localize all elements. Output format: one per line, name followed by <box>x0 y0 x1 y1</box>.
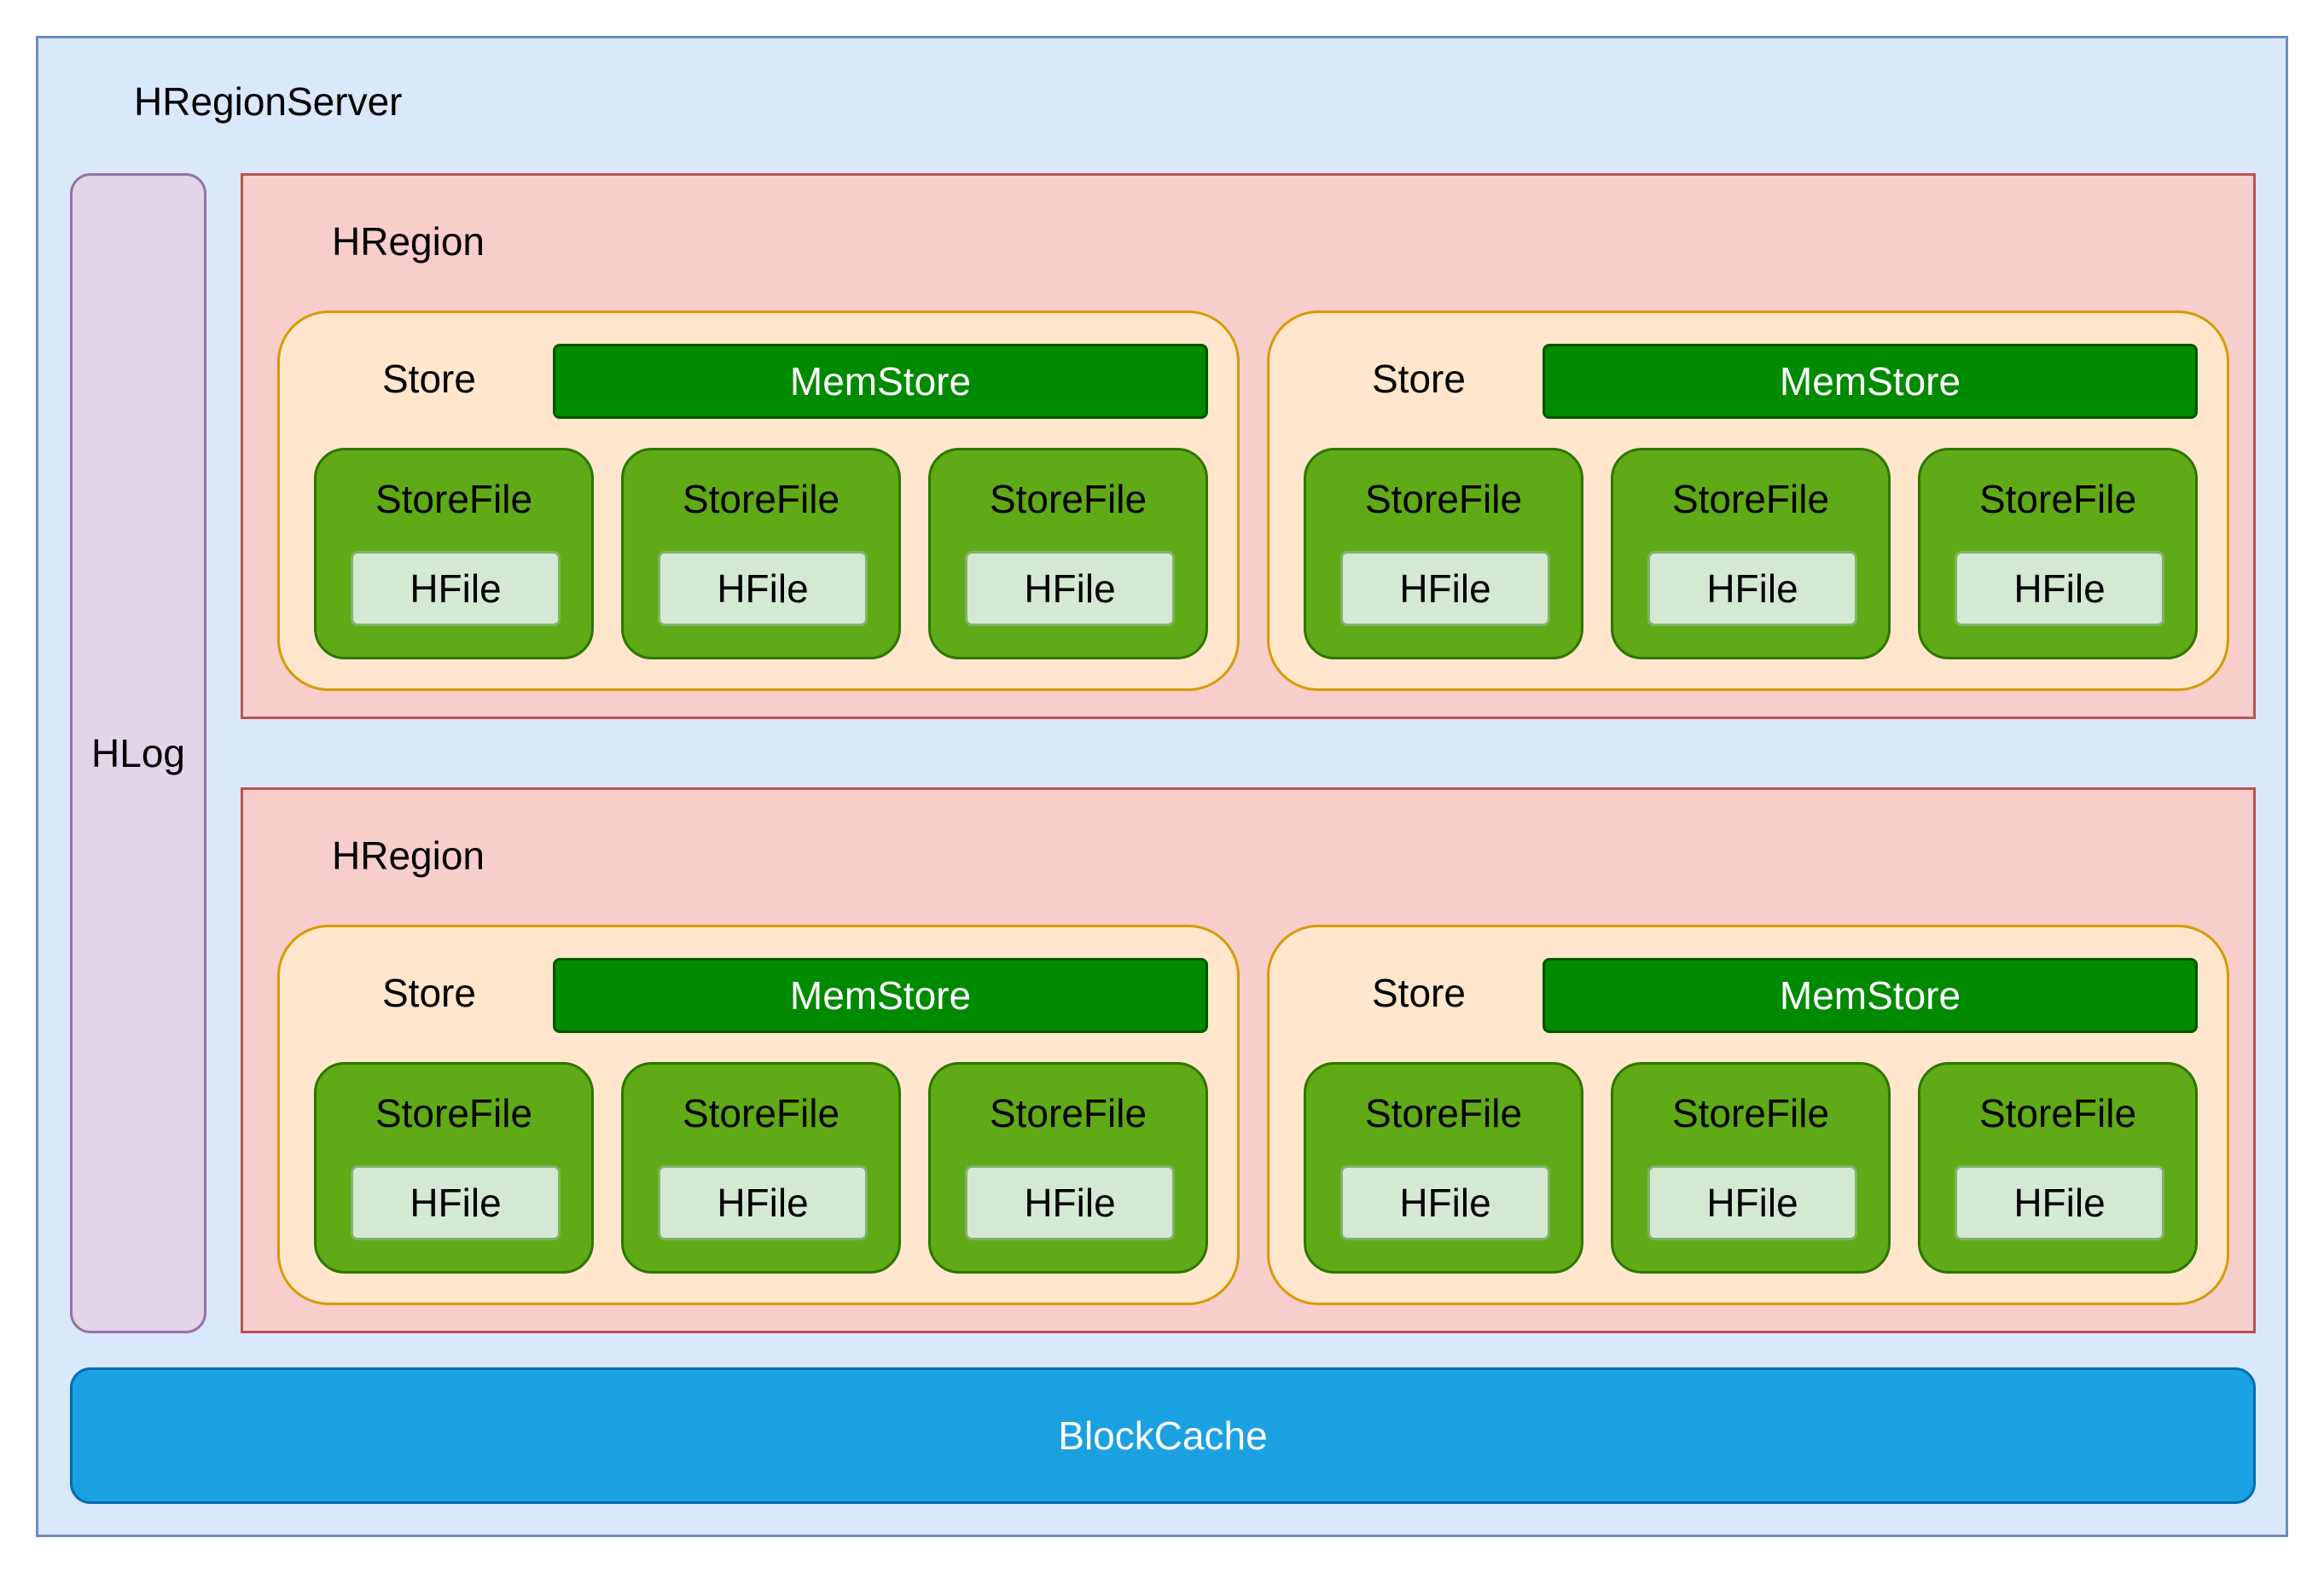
storefile-label: StoreFile <box>1364 1091 1523 1135</box>
storefile-label: StoreFile <box>375 1091 533 1135</box>
memstore-box: MemStore <box>553 344 1208 419</box>
store-label: Store <box>382 357 476 401</box>
storefile-label: StoreFile <box>375 477 533 521</box>
hlog-box: HLog <box>70 173 206 1333</box>
hfile-box: HFile <box>1340 1165 1550 1240</box>
hfile-box: HFile <box>965 551 1175 626</box>
storefile-label: StoreFile <box>989 477 1147 521</box>
storefile-label: StoreFile <box>1671 477 1830 521</box>
storefile-label: StoreFile <box>1671 1091 1830 1135</box>
store-label: Store <box>1372 357 1466 401</box>
memstore-box: MemStore <box>1543 958 2198 1033</box>
hlog-label: HLog <box>91 731 185 775</box>
hfile-box: HFile <box>658 1165 868 1240</box>
storefile-label: StoreFile <box>1364 477 1523 521</box>
hfile-box: HFile <box>1955 551 2164 626</box>
hfile-box: HFile <box>658 551 868 626</box>
memstore-box: MemStore <box>1543 344 2198 419</box>
blockcache-box: BlockCache <box>70 1367 2256 1504</box>
hfile-box: HFile <box>351 551 561 626</box>
store-label: Store <box>1372 971 1466 1015</box>
hfile-box: HFile <box>1340 551 1550 626</box>
hregion-label: HRegion <box>332 219 485 264</box>
storefile-label: StoreFile <box>682 477 840 521</box>
memstore-box: MemStore <box>553 958 1208 1033</box>
storefile-label: StoreFile <box>989 1091 1147 1135</box>
hfile-box: HFile <box>1647 1165 1857 1240</box>
storefile-label: StoreFile <box>1978 1091 2137 1135</box>
store-label: Store <box>382 971 476 1015</box>
hfile-box: HFile <box>1647 551 1857 626</box>
hfile-box: HFile <box>1955 1165 2164 1240</box>
storefile-label: StoreFile <box>682 1091 840 1135</box>
storefile-label: StoreFile <box>1978 477 2137 521</box>
blockcache-label: BlockCache <box>1058 1413 1268 1458</box>
hregionserver-label: HRegionServer <box>134 79 403 124</box>
hfile-box: HFile <box>351 1165 561 1240</box>
hregion-label: HRegion <box>332 833 485 878</box>
hfile-box: HFile <box>965 1165 1175 1240</box>
